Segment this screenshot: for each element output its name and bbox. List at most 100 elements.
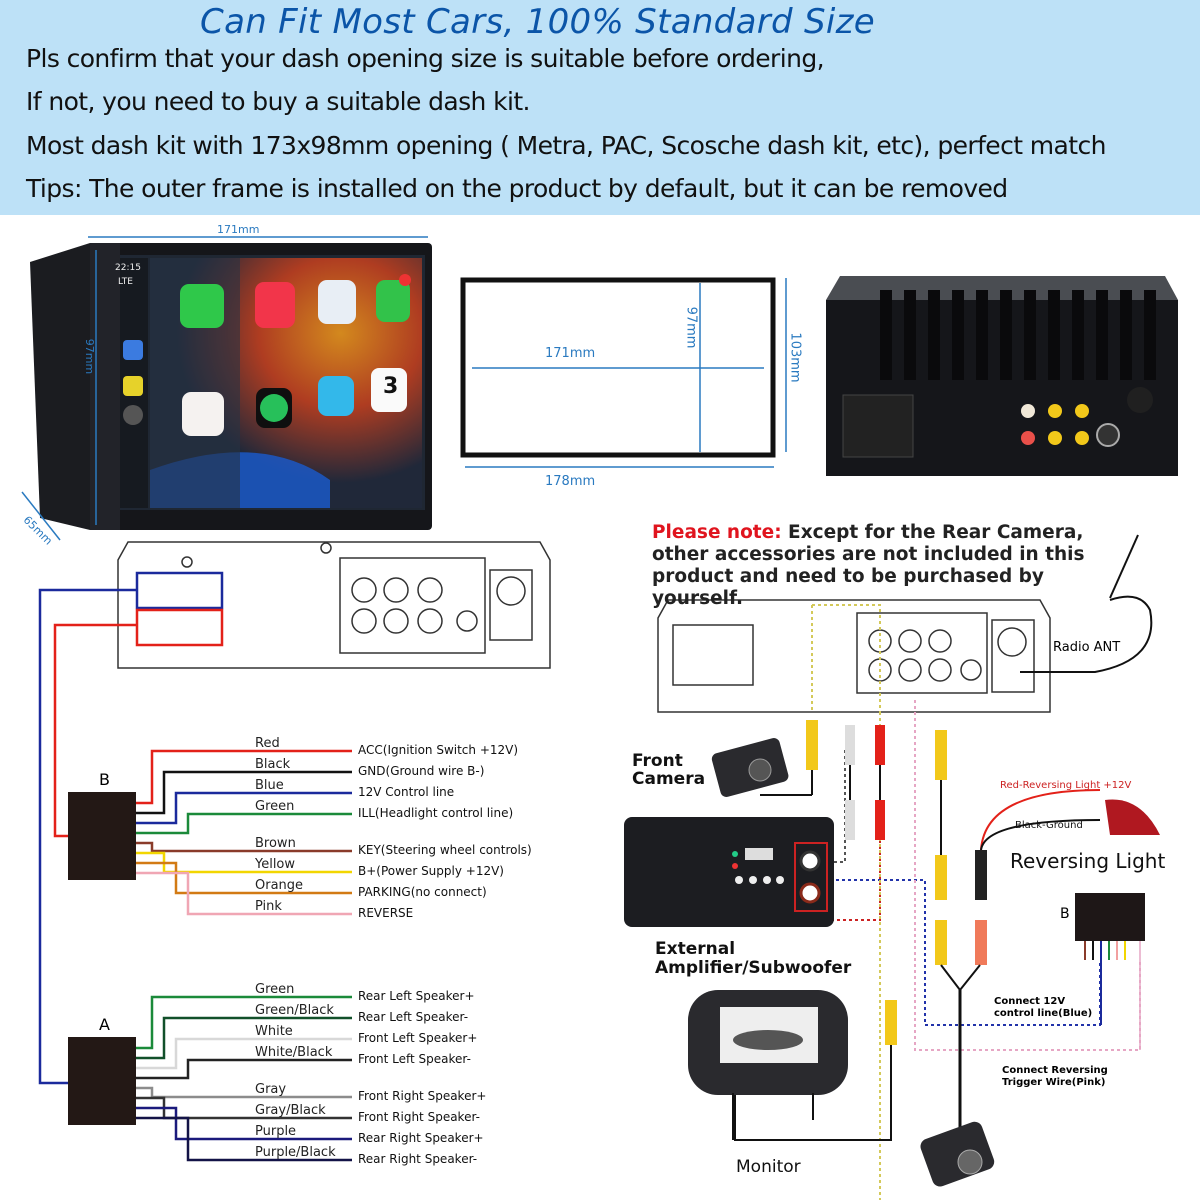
wire-color-label: Green: [255, 982, 295, 997]
heat-sink-fin: [928, 290, 940, 380]
head-unit-rear: [826, 276, 1178, 476]
wire-color-label: Pink: [255, 899, 282, 914]
wire-color-label: Blue: [255, 778, 284, 793]
wire-a-wire: [136, 1016, 352, 1060]
wire-b-wire: [136, 812, 352, 835]
wire-a-wire: [136, 1058, 352, 1080]
side-icon: [123, 376, 143, 396]
messages-app-icon[interactable]: [376, 280, 410, 322]
wire-b-wire: [136, 770, 352, 815]
heat-sink-fin: [952, 290, 964, 380]
header-line-3: Most dash kit with 173x98mm opening ( Me…: [26, 131, 1106, 160]
schematic-unit-right: [657, 534, 1153, 713]
wire-function-label: ILL(Headlight control line): [358, 806, 514, 820]
wire-color-label: Green/Black: [255, 1003, 334, 1018]
heat-sink-fin: [1048, 290, 1060, 380]
wire-b-wire: [136, 841, 352, 853]
red-wire-label: Red-Reversing Light +12V: [1000, 780, 1132, 791]
maps-side-icon: [123, 340, 143, 360]
small-connector-b-label: B: [1060, 906, 1070, 922]
wire-a-wire: [136, 1086, 352, 1099]
now-playing-app-icon[interactable]: [182, 392, 224, 436]
unit-width-label: 171mm: [217, 223, 260, 236]
wire-color-label: Gray: [255, 1082, 287, 1097]
rca-cables: [734, 720, 1101, 1141]
heat-sink-fin: [880, 290, 892, 380]
wire-color-label: White: [255, 1024, 293, 1039]
please-note: Please note: Except for the Rear Camera,…: [652, 522, 1122, 610]
connect-12v-label: Connect 12V control line(Blue): [994, 996, 1093, 1019]
amplifier-label: External Amplifier/Subwoofer: [655, 939, 852, 978]
heat-sink-fin: [904, 290, 916, 380]
wire-color-label: Green: [255, 799, 295, 814]
front-camera-label: Front Camera: [632, 751, 706, 789]
connector-a-label: A: [99, 1015, 110, 1034]
rear-camera-icon: [920, 1121, 995, 1187]
frame-outer-width-label: 178mm: [545, 474, 596, 489]
wire-b-wire: [136, 749, 352, 805]
monitor-label: Monitor: [736, 1157, 801, 1177]
wire-function-label: Front Right Speaker-: [358, 1110, 480, 1124]
wire-color-label: Gray/Black: [255, 1103, 326, 1118]
header-line-4: Tips: The outer frame is installed on th…: [26, 174, 1008, 203]
wire-color-label: White/Black: [255, 1045, 333, 1060]
wire-a-wire: [136, 1037, 352, 1070]
wire-color-label: Purple: [255, 1124, 297, 1139]
wire-function-label: KEY(Steering wheel controls): [358, 843, 532, 857]
connector-b-label: B: [99, 770, 110, 789]
maps-app-icon[interactable]: [318, 280, 356, 324]
connector-b-block: [68, 792, 136, 880]
heat-sink-fin: [1120, 290, 1132, 380]
wire-function-label: Front Right Speaker+: [358, 1089, 487, 1103]
music-app-icon[interactable]: [255, 282, 295, 328]
calendar-day: 3: [383, 374, 399, 399]
radio-ant-label: Radio ANT: [1053, 640, 1121, 655]
wire-function-label: PARKING(no connect): [358, 885, 487, 899]
schematic-unit-left: [117, 541, 551, 669]
wire-color-label: Yellow: [255, 857, 296, 872]
heat-sink-fin: [1096, 290, 1108, 380]
wire-function-label: Rear Right Speaker+: [358, 1131, 484, 1145]
wire-b-wire: [136, 791, 352, 825]
reversing-light-label: Reversing Light: [1010, 849, 1166, 873]
small-connector-b: [1075, 893, 1145, 1050]
calendar-app-icon[interactable]: [371, 368, 407, 412]
monitor-icon: [688, 990, 848, 1140]
wire-color-label: Brown: [255, 836, 296, 851]
wire-function-label: Front Left Speaker+: [358, 1031, 478, 1045]
frame-outline: [460, 277, 787, 468]
frame-inner-width-label: 171mm: [545, 346, 596, 361]
settings-side-icon: [123, 405, 143, 425]
wire-a-wire: [136, 995, 352, 1050]
status-signal: LTE: [118, 277, 133, 287]
wire-a-wire: [136, 1106, 352, 1141]
wire-b-wire: [136, 861, 352, 895]
wire-function-label: ACC(Ignition Switch +12V): [358, 743, 519, 757]
wire-color-label: Orange: [255, 878, 304, 893]
wire-function-label: REVERSE: [358, 906, 414, 920]
heat-sink-fin: [976, 290, 988, 380]
wire-color-label: Red: [255, 736, 280, 751]
wire-function-label: Rear Left Speaker+: [358, 989, 475, 1003]
wire-a-wire: [136, 1116, 352, 1162]
page-title: Can Fit Most Cars, 100% Standard Size: [200, 2, 875, 42]
front-camera-icon: [711, 738, 789, 797]
heat-sink-fin: [1144, 290, 1156, 380]
connect-reverse-label: Connect Reversing Trigger Wire(Pink): [1002, 1065, 1108, 1088]
heat-sink-fin: [1000, 290, 1012, 380]
frame-outer-height-label: 103mm: [787, 332, 803, 383]
note-text: Except for the Rear Camera, other access…: [652, 522, 1085, 609]
connector-a-block: [68, 1037, 136, 1125]
heat-sink-fin: [1024, 290, 1036, 380]
head-unit-front: [21, 236, 432, 541]
frame-inner-height-label: 97mm: [683, 306, 699, 349]
wires-b: [136, 749, 352, 916]
phone-app-icon[interactable]: [180, 284, 224, 328]
header-banner: Can Fit Most Cars, 100% Standard Size Pl…: [0, 0, 1200, 215]
waze-app-icon[interactable]: [318, 376, 354, 416]
wire-function-label: Rear Left Speaker-: [358, 1010, 469, 1024]
heat-sink-fin: [1072, 290, 1084, 380]
wire-function-label: B+(Power Supply +12V): [358, 864, 504, 878]
wire-function-label: GND(Ground wire B-): [358, 764, 485, 778]
